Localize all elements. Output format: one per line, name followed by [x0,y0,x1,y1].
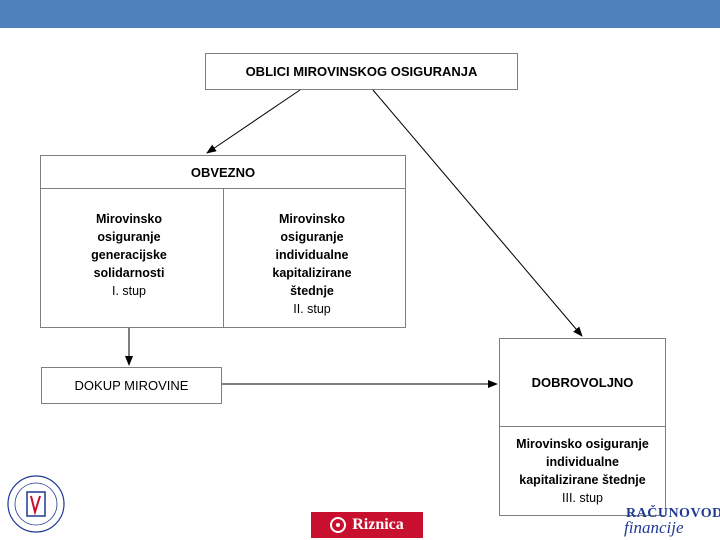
stup-1-label: I. stup [111,284,147,298]
financije-text: financije [624,518,684,537]
stup-3-label: III. stup [562,491,603,505]
arrow-title-to-obvezno [206,89,301,154]
stup-1-line: Mirovinsko [96,212,162,226]
stup-1-line: osiguranje [97,230,161,244]
stup-2-line: štednje [290,284,334,298]
stup-2-line: Mirovinsko [279,212,345,226]
diagram-title: OBLICI MIROVINSKOG OSIGURANJA [205,53,518,90]
university-seal-icon [0,468,70,534]
stup-2-column: Mirovinsko osiguranje individualne kapit… [232,210,392,318]
racunovodstvo-text: RAČUNOVODSTVO [626,506,720,521]
arrow-title-to-dobrovoljno [372,89,583,337]
stup-2-line: osiguranje [280,230,344,244]
dobrovoljno-box: DOBROVOLJNO Mirovinsko osiguranje indivi… [499,338,666,516]
obvezno-header: OBVEZNO [41,156,405,189]
racunovodstvo-logo: RAČUNOVODSTVO financije [620,504,720,540]
obvezno-box: OBVEZNO Mirovinsko osiguranje generacijs… [40,155,406,328]
riznica-logo: Riznica [311,512,423,538]
stup-2-line: individualne [275,248,349,262]
stup-1-line: solidarnosti [93,266,165,280]
top-bar [0,0,720,28]
obvezno-divider [223,189,224,327]
riznica-seal-icon [330,517,347,533]
stup-2-label: II. stup [293,302,331,316]
stup-3-column: Mirovinsko osiguranje individualne kapit… [500,435,665,507]
riznica-text: Riznica [352,516,404,533]
stup-3-line: Mirovinsko osiguranje [516,437,649,451]
stup-1-line: generacijske [91,248,167,262]
stup-3-line: kapitalizirane štednje [519,473,646,487]
dobrovoljno-header: DOBROVOLJNO [500,339,665,427]
stup-1-column: Mirovinsko osiguranje generacijske solid… [49,210,209,300]
stup-2-line: kapitalizirane [272,266,352,280]
stup-3-line: individualne [546,455,619,469]
dokup-box: DOKUP MIROVINE [41,367,222,404]
